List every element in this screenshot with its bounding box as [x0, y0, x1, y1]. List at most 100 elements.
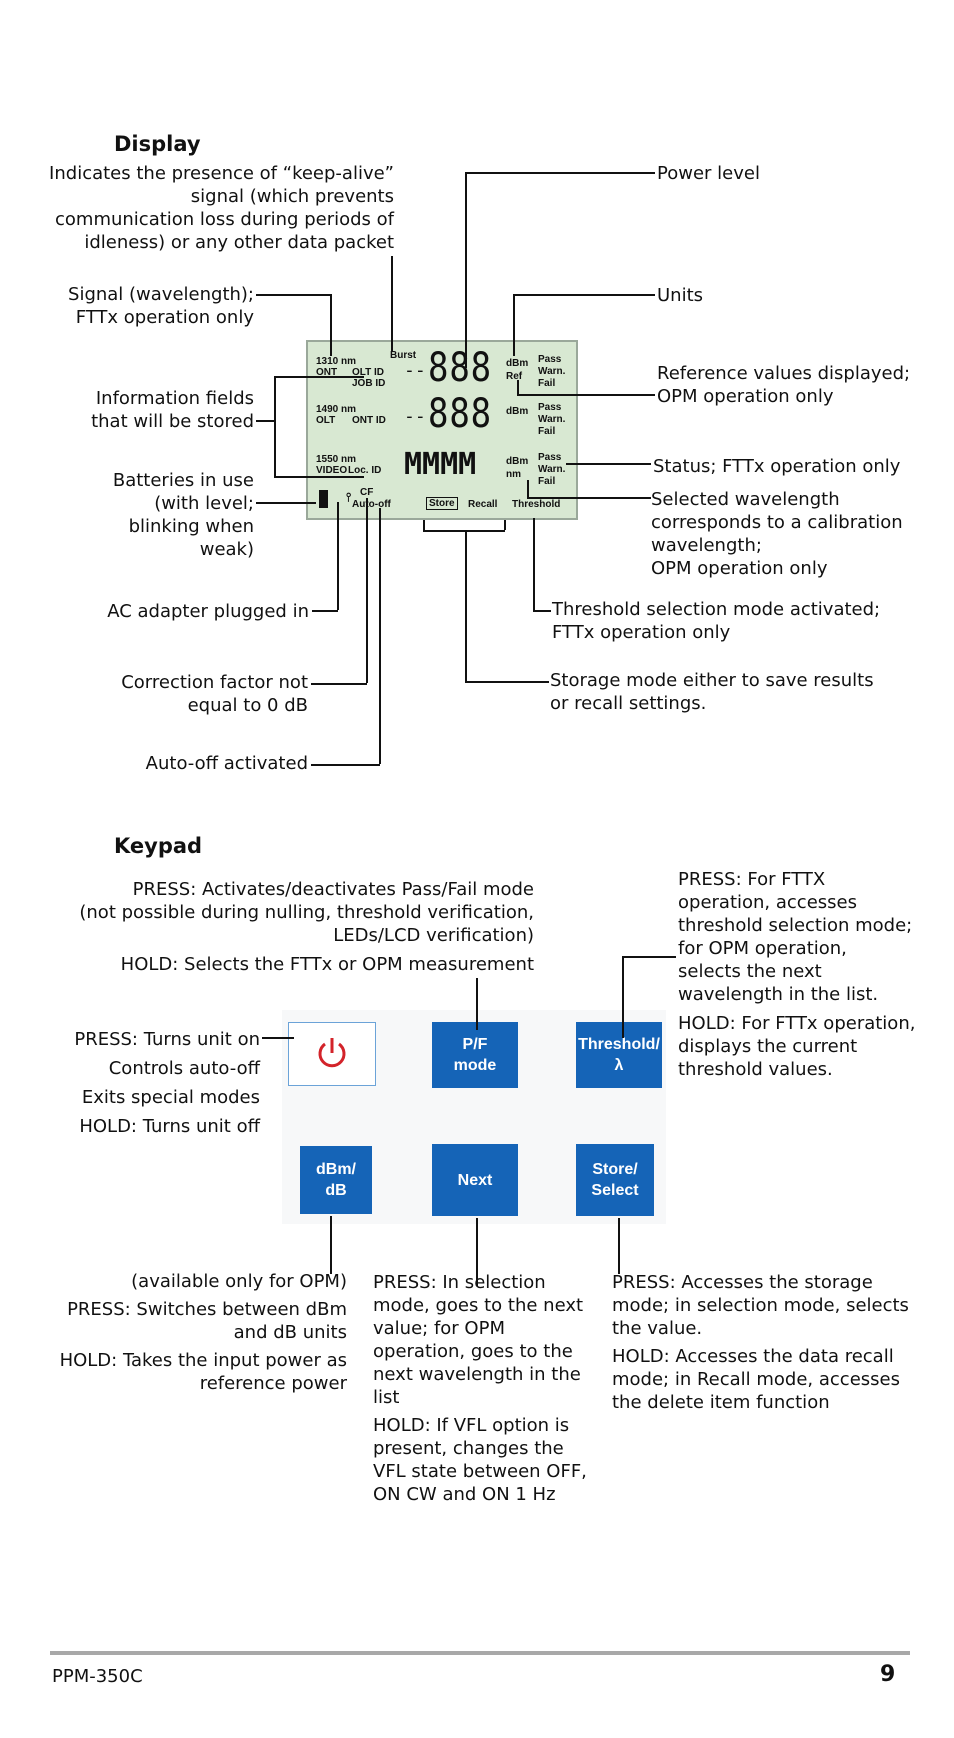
lcd-row1-digits: 888 — [428, 345, 492, 391]
battery-icon — [319, 490, 328, 508]
selected-wavelength-caption: Selected wavelength corresponds to a cal… — [651, 489, 903, 579]
storage-caption: Storage mode either to save results or r… — [550, 670, 874, 714]
lcd-burst: Burst — [390, 350, 417, 361]
power-button[interactable] — [288, 1022, 376, 1086]
leader-ref-v — [517, 380, 519, 395]
footer-rule — [50, 1651, 910, 1655]
leader-status-h — [566, 463, 651, 465]
lcd-row2-warn: Warn. — [538, 414, 566, 425]
leader-dbm-v — [330, 1216, 332, 1274]
ac-adapter-caption: AC adapter plugged in — [107, 601, 309, 622]
lcd-row2-dashes: -- — [404, 406, 426, 427]
lcd-row1-dbm: dBm — [506, 358, 529, 369]
leader-units-v — [513, 294, 515, 356]
lcd-row2-dbm: dBm — [506, 406, 529, 417]
threshold-caption: Threshold selection mode activated; FTTx… — [552, 599, 881, 643]
bracket-store-right — [504, 520, 506, 530]
lcd-row3-video: VIDEO — [316, 465, 348, 476]
footer-page-number: 9 — [880, 1662, 896, 1687]
lcd-store: Store — [426, 497, 458, 510]
leader-power-h — [465, 172, 655, 174]
pf-caption: PRESS: Activates/deactivates Pass/Fail m… — [79, 879, 534, 975]
lcd-row1-fail: Fail — [538, 378, 556, 389]
footer-model: PPM-350C — [52, 1666, 143, 1687]
lcd-autooff: Auto-off — [352, 499, 391, 510]
units-caption: Units — [657, 285, 704, 306]
leader-threshold-h — [533, 610, 551, 612]
leader-threshold-key-h — [622, 956, 676, 958]
leader-ref-h — [517, 394, 655, 396]
signal-caption: Signal (wavelength); FTTx operation only — [68, 284, 254, 328]
lcd-row2-pass: Pass — [538, 402, 562, 413]
next-button[interactable]: Next — [432, 1144, 518, 1216]
leader-info-h — [256, 420, 274, 422]
lcd-row1-nm: 1310 nm — [316, 356, 357, 367]
leader-cf-v — [366, 498, 368, 683]
leader-keepalive-v — [391, 256, 393, 352]
lcd-row3-nm: 1550 nm — [316, 454, 357, 465]
leader-next-v — [476, 1218, 478, 1286]
lcd-row3-pass: Pass — [538, 452, 562, 463]
leader-ac-h — [312, 610, 338, 612]
lcd-row2-ontid: ONT ID — [352, 415, 386, 426]
power-icon — [318, 1038, 346, 1068]
leader-info-v — [274, 376, 276, 476]
store-select-button[interactable]: Store/Select — [576, 1144, 654, 1216]
lcd-row1-ref: Ref — [506, 371, 523, 382]
lcd-row2-olt: OLT — [316, 415, 336, 426]
lcd-recall: Recall — [468, 499, 498, 510]
lcd-row2-digits: 888 — [428, 391, 492, 437]
leader-signal-h — [256, 294, 330, 296]
leader-info-top — [274, 376, 364, 378]
leader-info-bot — [274, 476, 364, 478]
lcd-row3-locid: Loc. ID — [348, 465, 382, 476]
leader-signal-v — [330, 294, 332, 356]
lcd-row3-nmunit: nm — [506, 469, 521, 480]
lcd-row1-dashes: -- — [404, 360, 426, 381]
lcd-row1-oltid: OLT ID — [352, 367, 385, 378]
leader-units-h — [513, 294, 655, 296]
dbm-caption: (available only for OPM) PRESS: Switches… — [59, 1271, 347, 1394]
threshold-button[interactable]: Threshold/λ — [576, 1022, 662, 1088]
leader-pf-v — [476, 978, 478, 1030]
lcd-row1-pass: Pass — [538, 354, 562, 365]
display-heading: Display — [114, 132, 201, 156]
power-caption: PRESS: Turns unit on Controls auto-off E… — [74, 1029, 260, 1137]
leader-store-v — [618, 1218, 620, 1274]
dbm-db-button[interactable]: dBm/dB — [300, 1146, 372, 1214]
info-fields-caption: Information fields that will be stored — [91, 388, 254, 432]
lcd-cf: CF — [360, 487, 374, 498]
power-level-caption: Power level — [657, 163, 760, 184]
leader-storage-h — [465, 681, 549, 683]
threshold-key-caption: PRESS: For FTTX operation, accesses thre… — [678, 869, 916, 1080]
lcd-row1-jobid: JOB ID — [352, 378, 386, 389]
lcd-row1-ont: ONT — [316, 367, 338, 378]
batteries-caption: Batteries in use (with level; blinking w… — [112, 470, 254, 560]
leader-storage-v — [465, 530, 467, 682]
keepalive-caption: Indicates the presence of “keep-alive” s… — [49, 163, 394, 253]
bracket-store-left — [423, 520, 425, 530]
lcd-row3-dbm: dBm — [506, 456, 529, 467]
plug-icon: ⫯ — [346, 490, 352, 504]
status-caption: Status; FTTx operation only — [653, 456, 901, 477]
lcd-row2-fail: Fail — [538, 426, 556, 437]
lcd-row3-fail: Fail — [538, 476, 556, 487]
autooff-caption: Auto-off activated — [145, 753, 308, 774]
leader-power-v — [465, 172, 467, 368]
leader-threshold-v — [533, 518, 535, 610]
leader-ac-v — [337, 502, 339, 610]
next-caption: PRESS: In selection mode, goes to the ne… — [373, 1272, 587, 1505]
leader-autooff-h — [311, 764, 380, 766]
leader-selected-h — [527, 497, 651, 499]
leader-threshold-key-v — [622, 956, 624, 1038]
leader-autooff-v — [379, 508, 381, 764]
bracket-store-h — [423, 530, 505, 532]
leader-battery-h — [256, 502, 316, 504]
lcd-row1-warn: Warn. — [538, 366, 566, 377]
leader-power-key-h — [262, 1037, 294, 1039]
lcd-panel: Burst 1310 nm ONT OLT ID JOB ID -- 888 d… — [306, 340, 578, 520]
keypad-heading: Keypad — [114, 834, 203, 858]
correction-caption: Correction factor not equal to 0 dB — [121, 672, 308, 716]
store-caption: PRESS: Accesses the storage mode; in sel… — [612, 1272, 909, 1413]
